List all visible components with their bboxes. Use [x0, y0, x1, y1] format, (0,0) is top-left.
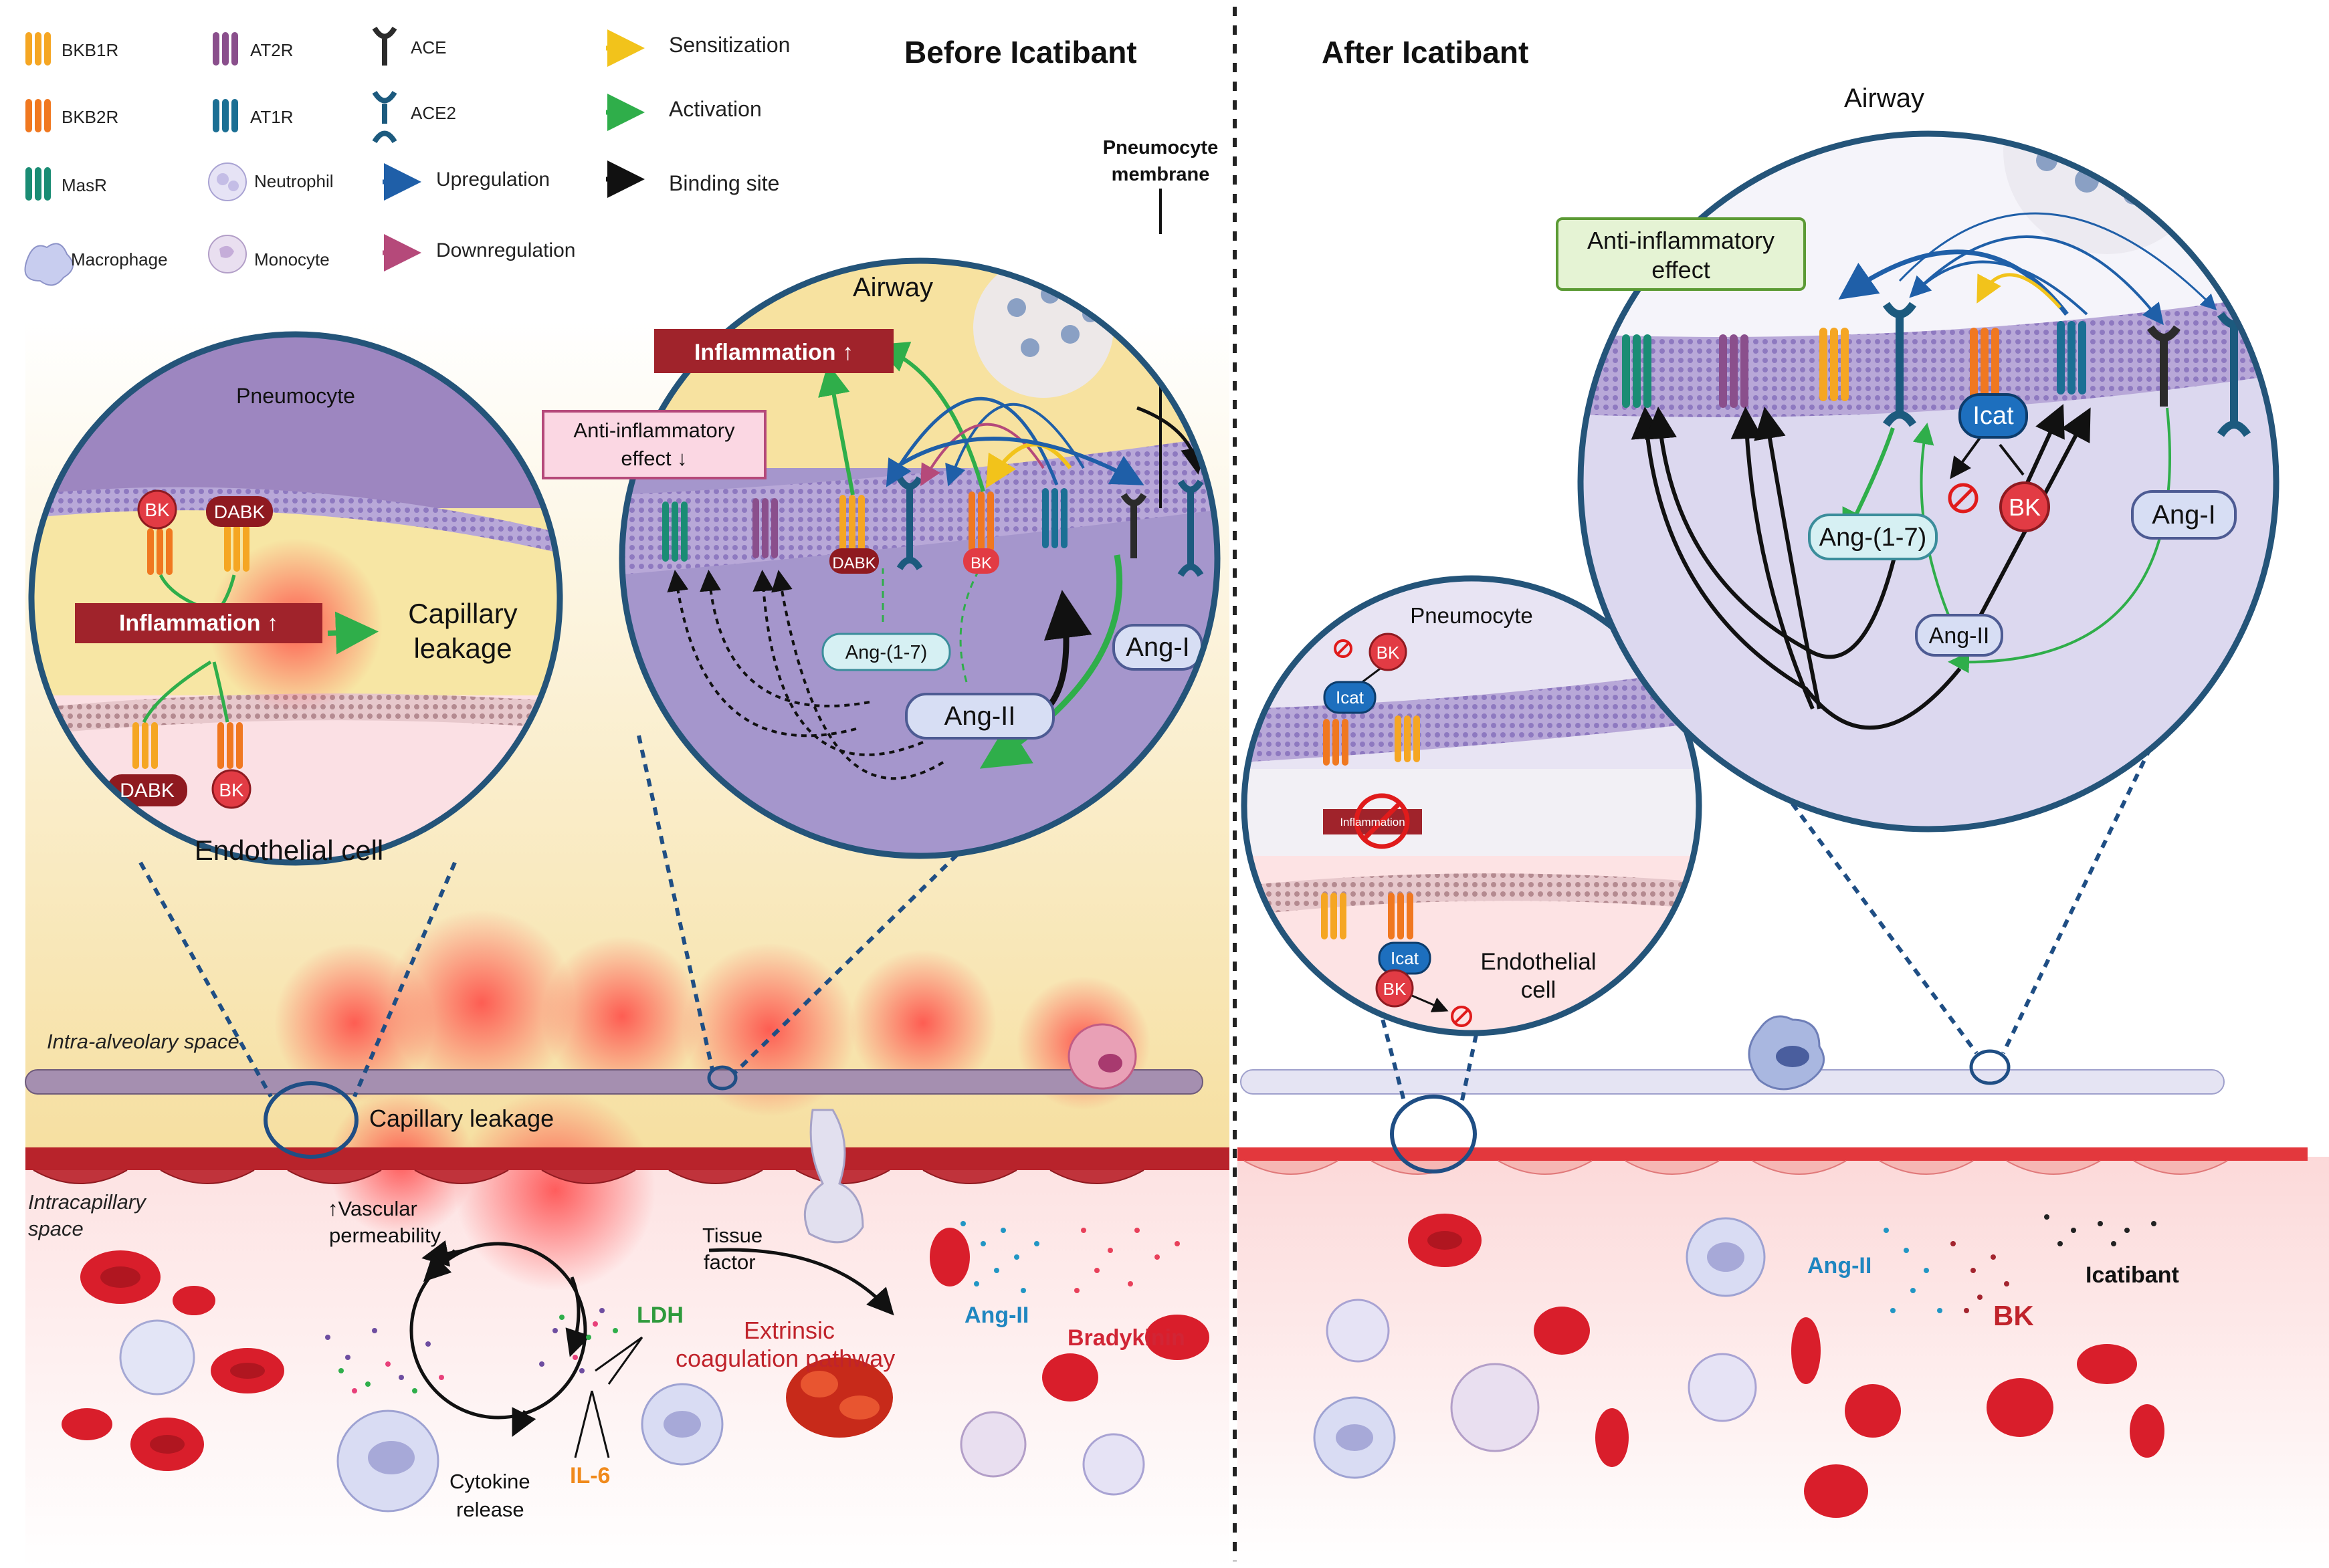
- small-zoom-bk-bottom: BK: [1383, 979, 1407, 999]
- legend-at2r: AT2R: [250, 40, 294, 60]
- airway-after-anti-line2: effect: [1651, 256, 1710, 284]
- label-icatibant: Icatibant: [2086, 1262, 2179, 1288]
- label-vascular-line2: permeability: [329, 1224, 441, 1247]
- zoom-circle-airway-after: [1581, 134, 2276, 829]
- inflammation-box-before: [654, 329, 894, 373]
- legend-ace: ACE: [411, 37, 446, 58]
- airway-before-label: Airway: [853, 273, 933, 302]
- airway-after-ang1: Ang-I: [2152, 500, 2216, 530]
- airway-before-anti-line2: effect ↓: [621, 447, 687, 470]
- label-bradykinin: Bradykinin: [1068, 1325, 1185, 1351]
- legend-bkb2r: BKB2R: [62, 107, 118, 127]
- airway-before-inflammation: Inflammation ↑: [694, 340, 853, 365]
- legend-macrophage: Macrophage: [71, 249, 168, 269]
- masr-icon: [25, 167, 51, 201]
- left-zoom-endothelial: Endothelial cell: [195, 834, 384, 866]
- airway-before-bk: BK: [971, 554, 992, 572]
- small-zoom-pneumocyte: Pneumocyte: [1410, 603, 1532, 628]
- airway-after-bk: BK: [2009, 493, 2041, 521]
- label-il6: IL-6: [570, 1463, 610, 1488]
- airway-before-ang17: Ang-(1-7): [845, 642, 928, 663]
- small-zoom-inflammation: Inflammation: [1340, 816, 1405, 828]
- left-zoom-inflammation: Inflammation ↑: [119, 610, 278, 636]
- zoom-circle-after-small-border: [1241, 575, 1702, 1036]
- label-extrinsic-line2: coagulation pathway: [676, 1345, 895, 1372]
- legend-downregulation: Downregulation: [436, 239, 575, 261]
- at2r-icon: [213, 32, 238, 66]
- legend: BKB1R BKB2R MasR Macrophage AT2R AT1R Ne…: [24, 26, 790, 286]
- legend-bkb1r: BKB1R: [62, 40, 118, 60]
- label-cytokine-line2: release: [456, 1498, 524, 1521]
- airway-before-dabk: DABK: [832, 554, 876, 572]
- small-zoom-icat-bottom: Icat: [1391, 948, 1419, 968]
- neutrophil-icon: [208, 162, 247, 201]
- ace2-icon: [372, 90, 397, 144]
- legend-upregulation: Upregulation: [436, 169, 550, 191]
- airway-before-ang2: Ang-II: [944, 701, 1016, 731]
- left-zoom-bk-bottom: BK: [219, 780, 244, 800]
- monocyte-icon: [208, 235, 247, 273]
- label-pneumocyte-membrane-line2: membrane: [1112, 164, 1210, 185]
- legend-monocyte: Monocyte: [254, 249, 330, 269]
- label-ang2-right: Ang-II: [1807, 1253, 1871, 1278]
- label-capillary-leakage: Capillary leakage: [369, 1105, 554, 1132]
- left-zoom-dabk-bottom: DABK: [120, 780, 175, 802]
- label-bk-right: BK: [1993, 1300, 2034, 1331]
- alveolar-scene-left: [25, 647, 1229, 1513]
- label-ldh: LDH: [637, 1303, 684, 1328]
- label-intracapillary-line2: space: [28, 1217, 84, 1240]
- legend-neutrophil: Neutrophil: [254, 171, 334, 191]
- legend-at1r: AT1R: [250, 107, 294, 127]
- label-pneumocyte-membrane-line1: Pneumocyte: [1103, 137, 1218, 158]
- small-zoom-endothelial-line1: Endothelial: [1480, 949, 1596, 975]
- left-zoom-dabk-top: DABK: [214, 501, 266, 522]
- label-tissue-line1: Tissue: [702, 1224, 763, 1247]
- anti-inflammatory-box-after: [1556, 217, 1806, 291]
- airway-after-ang2: Ang-II: [1929, 623, 1990, 649]
- airway-after-icat: Icat: [1972, 402, 2014, 430]
- zoom-circle-capillary-border: [28, 331, 563, 866]
- small-zoom-endothelial-line2: cell: [1521, 977, 1556, 1003]
- legend-activation: Activation: [669, 97, 762, 121]
- airway-after-ang17: Ang-(1-7): [1819, 524, 1927, 552]
- left-zoom-capillary-line2: leakage: [413, 633, 512, 664]
- airway-after-anti-line1: Anti-inflammatory: [1587, 227, 1775, 254]
- left-zoom-capillary-line1: Capillary: [408, 598, 517, 629]
- legend-sensitization: Sensitization: [669, 33, 790, 57]
- capillary-background-right: [1237, 1157, 2329, 1568]
- label-tissue-line2: factor: [704, 1250, 756, 1274]
- legend-masr: MasR: [62, 175, 107, 195]
- title-after-icatibant: After Icatibant: [1322, 35, 1528, 70]
- legend-binding-site: Binding site: [669, 171, 779, 195]
- small-zoom-bk-top: BK: [1377, 643, 1400, 663]
- airway-before-anti-line1: Anti-inflammatory: [573, 419, 735, 442]
- at1r-icon: [213, 99, 238, 132]
- small-zoom-icat-top: Icat: [1336, 687, 1364, 707]
- label-extrinsic-line1: Extrinsic: [744, 1317, 835, 1344]
- bkb1r-icon: [25, 32, 51, 66]
- ace-icon: [372, 26, 397, 66]
- airway-before-ang1: Ang-I: [1126, 633, 1190, 662]
- zoom-circle-airway-before-border: [619, 257, 1221, 859]
- label-intra-alveolar-space: Intra-alveolary space: [47, 1030, 239, 1053]
- left-zoom-pneumocyte: Pneumocyte: [236, 384, 355, 408]
- airway-after-label: Airway: [1844, 84, 1924, 113]
- label-intracapillary-line1: Intracapillary: [28, 1190, 147, 1214]
- alveolar-scene-right: [1237, 600, 2308, 1518]
- macrophage-icon: [24, 243, 74, 286]
- title-before-icatibant: Before Icatibant: [904, 35, 1137, 70]
- zoom-circle-airway-after-border: [1577, 130, 2280, 832]
- bkb2r-icon: [25, 99, 51, 132]
- label-vascular-line1: ↑Vascular: [328, 1197, 417, 1220]
- legend-ace2: ACE2: [411, 103, 456, 123]
- left-zoom-bk-top: BK: [144, 499, 170, 520]
- label-cytokine-line1: Cytokine: [449, 1470, 530, 1493]
- label-ang2-left: Ang-II: [965, 1303, 1029, 1328]
- anti-inflammatory-box-before: [542, 410, 767, 479]
